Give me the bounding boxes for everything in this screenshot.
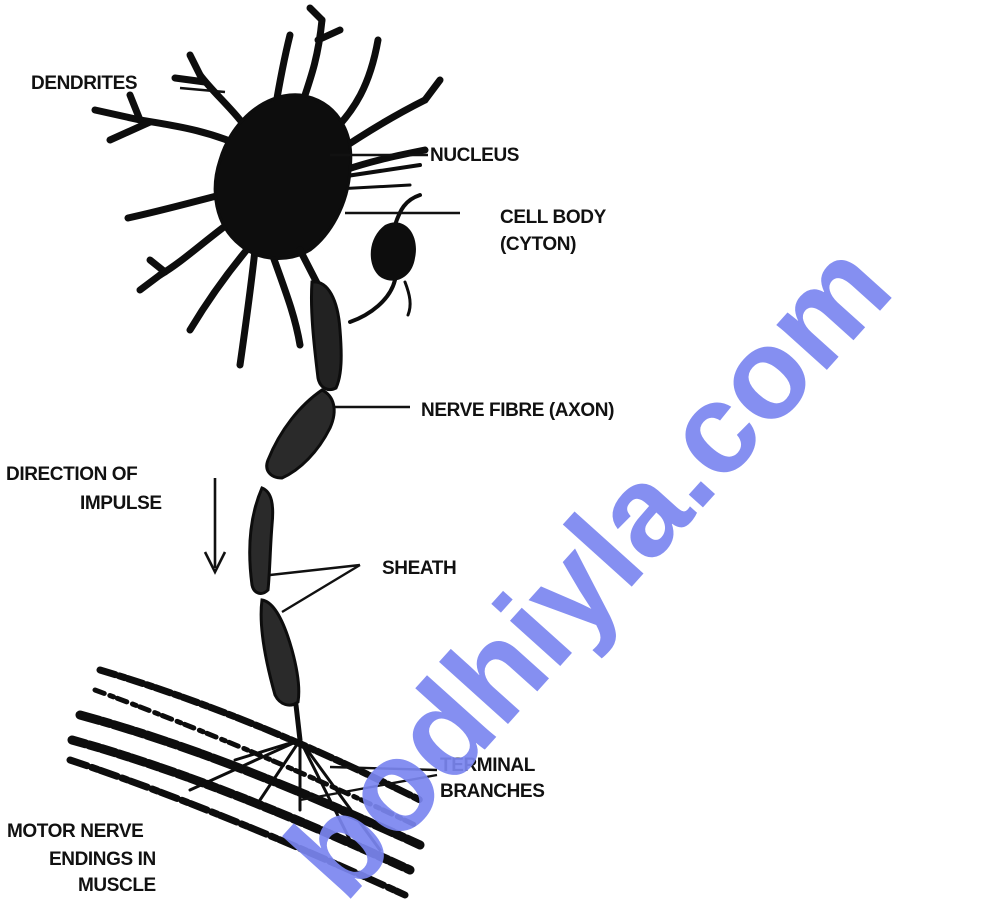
direction-arrow [205, 478, 225, 572]
label-motor-nerve: MOTOR NERVE [7, 821, 143, 842]
label-sheath: SHEATH [382, 558, 456, 579]
label-endings-in: ENDINGS IN [49, 849, 156, 870]
label-direction-of: DIRECTION OF [6, 464, 137, 485]
dendrites-leader [180, 88, 225, 92]
label-cell-body: CELL BODY [500, 207, 607, 228]
label-dendrites: DENDRITES [31, 73, 137, 94]
label-cyton: (CYTON) [500, 234, 576, 255]
label-impulse: IMPULSE [80, 493, 162, 514]
label-nucleus: NUCLEUS [430, 145, 519, 166]
label-nerve-fibre: NERVE FIBRE (AXON) [421, 400, 614, 421]
sheath-leader [270, 565, 360, 612]
label-muscle: MUSCLE [78, 875, 156, 896]
